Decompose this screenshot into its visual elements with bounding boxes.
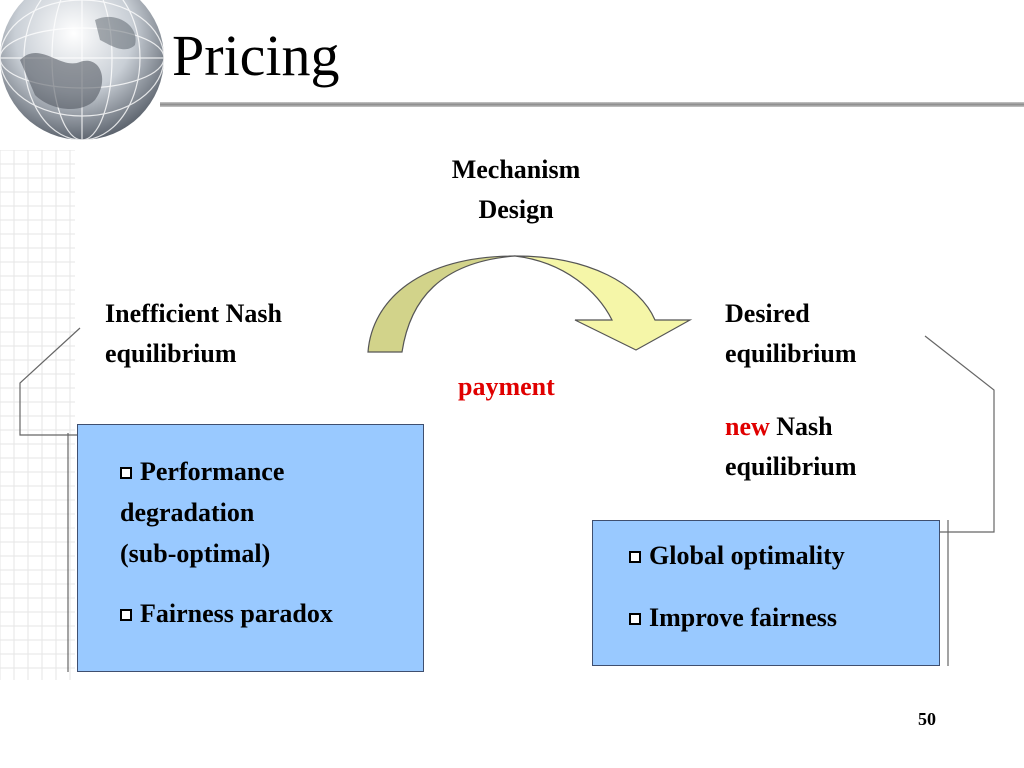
nash-word: Nash bbox=[776, 412, 833, 441]
left-label-line2: equilibrium bbox=[105, 339, 237, 368]
left-problems-box: Performance degradation (sub-optimal) Fa… bbox=[77, 424, 424, 672]
right-goals-box: Global optimality Improve fairness bbox=[592, 520, 940, 666]
right-bracket-line bbox=[924, 335, 995, 533]
slide-title: Pricing bbox=[172, 23, 340, 88]
new-word: new bbox=[725, 412, 770, 441]
square-bullet-icon bbox=[629, 551, 641, 563]
mechanism-line1: Mechanism bbox=[451, 155, 581, 184]
desired-equilibrium-label: Desired equilibrium bbox=[725, 294, 856, 374]
page-number: 50 bbox=[918, 709, 936, 729]
square-bullet-icon bbox=[629, 613, 641, 625]
bullet-line: Performance bbox=[140, 457, 285, 486]
bullet-text: Improve fairness bbox=[649, 603, 838, 632]
left-bracket-line bbox=[19, 327, 81, 436]
background-grid-pattern bbox=[0, 150, 75, 680]
new-equilibrium-word: equilibrium bbox=[725, 452, 857, 481]
bullet-fairness-paradox: Fairness paradox bbox=[120, 593, 420, 634]
bullet-text: Fairness paradox bbox=[140, 599, 333, 628]
right-label-line2: equilibrium bbox=[725, 339, 857, 368]
left-label-line1: Inefficient Nash bbox=[105, 299, 282, 328]
new-nash-equilibrium-label: new Nash equilibrium bbox=[725, 407, 856, 487]
bullet-line: degradation bbox=[120, 498, 255, 527]
title-divider bbox=[160, 102, 1024, 107]
payment-label: payment bbox=[458, 372, 555, 401]
mechanism-design-label: Mechanism Design bbox=[400, 150, 632, 230]
mechanism-arrow-head bbox=[514, 255, 693, 351]
bullet-text: Global optimality bbox=[649, 541, 845, 570]
square-bullet-icon bbox=[120, 609, 132, 621]
bullet-performance-degradation: Performance degradation (sub-optimal) bbox=[120, 451, 410, 574]
right-label-line1: Desired bbox=[725, 299, 810, 328]
inefficient-nash-label: Inefficient Nash equilibrium bbox=[105, 294, 282, 374]
bullet-line: (sub-optimal) bbox=[120, 539, 271, 568]
bullet-improve-fairness: Improve fairness bbox=[629, 597, 929, 638]
globe-icon bbox=[0, 0, 165, 141]
square-bullet-icon bbox=[120, 467, 132, 479]
mechanism-line2: Design bbox=[478, 195, 554, 224]
mechanism-arrow-icon bbox=[367, 255, 516, 353]
bullet-global-optimality: Global optimality bbox=[629, 535, 929, 576]
